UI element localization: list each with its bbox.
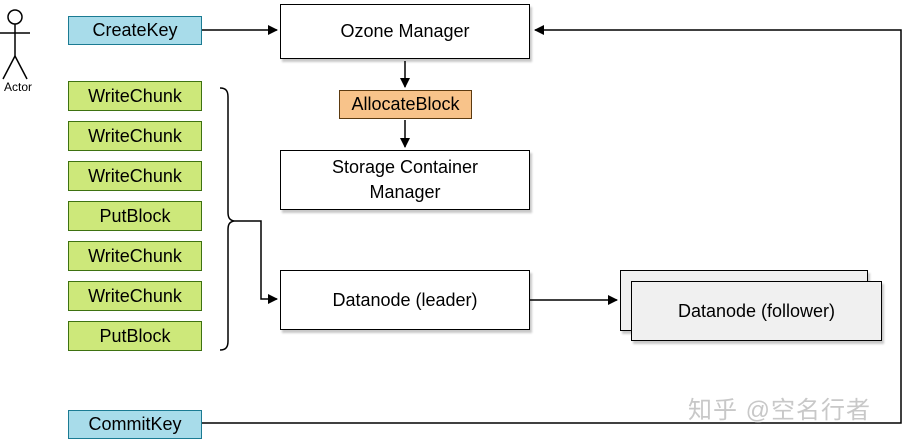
call-createkey: CreateKey [68, 16, 202, 45]
node-storage-container-manager: Storage Container Manager [280, 150, 530, 210]
actor-icon [0, 9, 30, 80]
actor-label: Actor [3, 80, 32, 94]
call-writechunk-2: WriteChunk [68, 121, 202, 151]
node-allocateblock: AllocateBlock [339, 90, 472, 119]
call-putblock-2: PutBlock [68, 321, 202, 351]
node-ozone-manager: Ozone Manager [280, 4, 530, 59]
call-writechunk-1: WriteChunk [68, 81, 202, 111]
node-datanode-leader: Datanode (leader) [280, 270, 530, 330]
call-writechunk-3: WriteChunk [68, 161, 202, 191]
arrow-chunks-to-datanode-leader [234, 220, 278, 304]
watermark-text: 知乎 @空名行者 [688, 397, 872, 424]
arrow-commitkey-to-ozone-manager [202, 25, 902, 424]
chunk-call-column: WriteChunk WriteChunk WriteChunk PutBloc… [68, 81, 202, 351]
call-writechunk-5: WriteChunk [68, 281, 202, 311]
chunk-group-brace [219, 87, 235, 351]
call-commitkey: CommitKey [68, 410, 202, 439]
call-putblock-1: PutBlock [68, 201, 202, 231]
node-datanode-follower: Datanode (follower) [631, 281, 882, 341]
call-writechunk-4: WriteChunk [68, 241, 202, 271]
